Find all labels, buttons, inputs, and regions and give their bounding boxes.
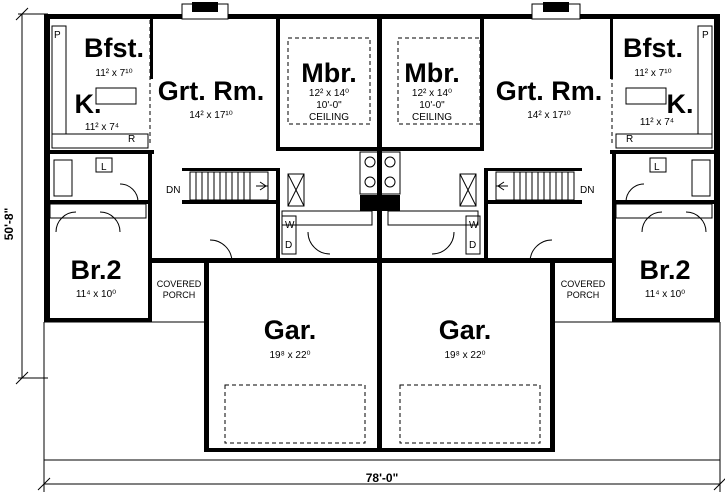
right-mbr-size: 12² x 14⁰ [412, 88, 452, 99]
right-pantry-tag: P [702, 30, 709, 41]
right-mbr-label: Mbr. [404, 58, 460, 88]
right-great-room-size: 14² x 17¹⁰ [527, 110, 570, 121]
left-bfst-label: Bfst. [84, 33, 144, 63]
right-great-room-label: Grt. Rm. [496, 76, 603, 106]
left-stair-down: DN [166, 185, 180, 196]
left-mbr-ceiling: CEILING [309, 112, 349, 123]
left-garage-size: 19⁸ x 22⁰ [269, 350, 310, 361]
left-mbr-ceiling-height: 10'-0" [316, 100, 342, 111]
left-dryer-tag: D [285, 240, 292, 251]
left-pantry-tag: P [54, 30, 61, 41]
right-kitchen-size: 11² x 7⁴ [640, 117, 674, 128]
left-refrigerator-tag: R [128, 134, 135, 145]
left-porch-label-1: COVERED [157, 279, 202, 289]
right-washer-tag: W [469, 220, 479, 231]
left-washer-tag: W [285, 220, 295, 231]
right-porch-label-1: COVERED [561, 279, 606, 289]
left-great-room-label: Grt. Rm. [158, 76, 265, 106]
dashed-separators [149, 20, 613, 444]
right-kitchen-label: K. [667, 89, 694, 119]
stairs-left [189, 171, 269, 201]
right-refrigerator-tag: R [626, 134, 633, 145]
depth-dimension: 50'-8" [2, 208, 16, 241]
left-br2-size: 11⁴ x 10⁰ [76, 289, 116, 300]
left-mbr-size: 12² x 14⁰ [309, 88, 349, 99]
right-garage-label: Gar. [439, 315, 492, 345]
left-mbr-label: Mbr. [301, 58, 357, 88]
right-bfst-size: 11² x 7¹⁰ [634, 68, 671, 79]
left-br2-label: Br.2 [70, 255, 121, 285]
right-garage-size: 19⁸ x 22⁰ [444, 350, 485, 361]
left-bfst-size: 11² x 7¹⁰ [95, 68, 132, 79]
right-br2-size: 11⁴ x 10⁰ [645, 289, 685, 300]
right-porch-label-2: PORCH [567, 290, 600, 300]
right-linen-tag: L [654, 162, 660, 173]
right-dryer-tag: D [469, 240, 476, 251]
right-br2-label: Br.2 [639, 255, 690, 285]
left-kitchen-size: 11² x 7⁴ [85, 122, 119, 133]
dimension-lines [15, 7, 725, 492]
fixtures [51, 25, 713, 255]
stairs-right [495, 171, 575, 201]
left-porch-label-2: PORCH [163, 290, 196, 300]
right-mbr-ceiling: CEILING [412, 112, 452, 123]
right-mbr-ceiling-height: 10'-0" [419, 100, 445, 111]
left-garage-label: Gar. [264, 315, 317, 345]
width-dimension: 78'-0" [366, 471, 399, 485]
doors [55, 183, 707, 263]
left-great-room-size: 14² x 17¹⁰ [189, 110, 232, 121]
walls [44, 2, 720, 452]
right-stair-down: DN [580, 185, 594, 196]
left-kitchen-label: K. [75, 89, 102, 119]
right-bfst-label: Bfst. [623, 33, 683, 63]
left-linen-tag: L [101, 162, 107, 173]
